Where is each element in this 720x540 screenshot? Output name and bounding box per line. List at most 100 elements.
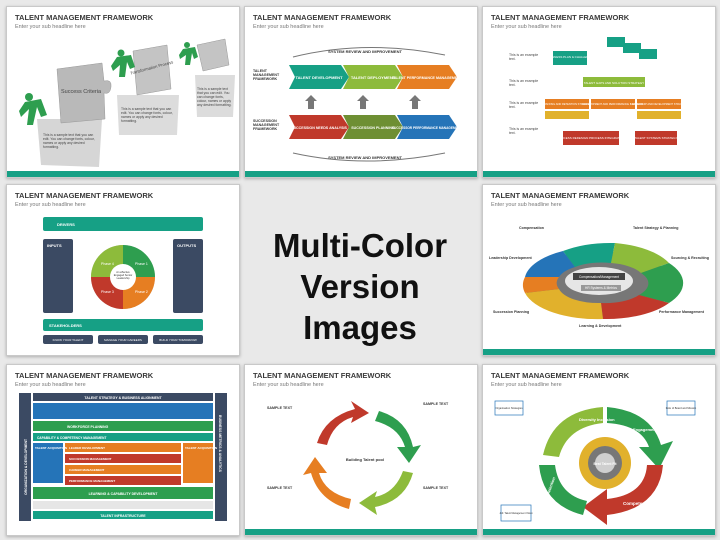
bottom-button-1: KNOW YOUR TALENT [53, 338, 84, 342]
drivers-diagram: DRIVERS INPUTS OUTPUTS STAKEHOLDERS Phas… [43, 217, 203, 344]
callout-3: Job: Talent Management Vision [499, 512, 533, 515]
slide-thumbnail-6[interactable]: TALENT MANAGEMENT FRAMEWORK Enter your s… [6, 364, 240, 536]
heading-line-2: Version Images [300, 268, 420, 346]
matrix-diagram: TALENT STRATEGY & BUSINESS ALIGNMENT WOR… [19, 393, 227, 521]
slide-thumbnail-1[interactable]: TALENT MANAGEMENT FRAMEWORK Enter your s… [6, 6, 240, 178]
sample-heading-1: SAMPLE TEXT [267, 406, 293, 410]
heading-line-1: Multi-Color [272, 227, 448, 264]
fit-arrow-4: Retention [545, 476, 556, 496]
slide-footer-bar [483, 529, 715, 535]
box-label-7: LEADERSHIP AND DEVELOPMENT STRATEGY [630, 102, 687, 106]
box-label-4: TALENT GAPS AND SOLUTION STRATEGY [584, 81, 644, 85]
slide-title: TALENT MANAGEMENT FRAMEWORK [491, 13, 630, 22]
matrix-row-5: CAREER MANAGEMENT [69, 468, 105, 472]
box-label-5: STAFFING AND RETENTION STRATEGY [543, 102, 592, 106]
slide-subtitle: Enter your sub headline here [491, 202, 562, 208]
slide-title: TALENT MANAGEMENT FRAMEWORK [253, 371, 392, 380]
drivers-label: DRIVERS [57, 222, 75, 227]
ring-label-5: Succession Planning [493, 310, 529, 314]
cycle-diagram: Building Talent pool SAMPLE TEXT SAMPLE … [267, 401, 449, 515]
ring-label-7: Learning & Development [579, 324, 622, 328]
phase-4: Phase 4 [101, 262, 114, 266]
review-bottom-label: SYSTEM REVIEW AND IMPROVEMENT [328, 155, 402, 160]
cycle-center: Building Talent pool [346, 457, 384, 462]
sample-heading-2: SAMPLE TEXT [423, 402, 449, 406]
phase-1: Phase 1 [135, 262, 148, 266]
review-top-label: SYSTEM REVIEW AND IMPROVEMENT [328, 49, 402, 54]
slide-title: TALENT MANAGEMENT FRAMEWORK [15, 191, 154, 200]
slide-subtitle: Enter your sub headline here [253, 24, 324, 30]
top-step-3: TALENT PERFORMANCE MANAGEMENT [392, 76, 463, 80]
matrix-row-3: LEADER DEVELOPMENT [69, 446, 105, 450]
slide-thumbnail-2[interactable]: TALENT MANAGEMENT FRAMEWORK Enter your s… [244, 6, 478, 178]
slide-title: TALENT MANAGEMENT FRAMEWORK [15, 13, 154, 22]
bottom-step-2: SUCCESSION PLANNING [351, 126, 395, 130]
phase-2: Phase 2 [135, 290, 148, 294]
ring-label-6: Performance Management [659, 310, 705, 314]
slide-subtitle: Enter your sub headline here [491, 24, 562, 30]
strategy-diagram: BUSINESS PLAN & CHALLENGE TALENT GAPS AN… [543, 37, 688, 145]
ring-diagram: Compensation/Management HR Systems & Met… [489, 226, 709, 328]
matrix-footer: TALENT INFRASTRUCTURE [100, 514, 146, 518]
matrix-row-7: LEARNING & CAPABILITY DEVELOPMENT [89, 492, 159, 496]
slide-thumbnail-5[interactable]: TALENT MANAGEMENT FRAMEWORK Enter your s… [482, 184, 716, 356]
ring-label-1: Compensation [519, 226, 544, 230]
left-text-3: This is an example text. [509, 101, 539, 109]
center-circle-label: An effective Engaged Senior Leadership [113, 271, 133, 280]
slide-thumbnail-4[interactable]: TALENT MANAGEMENT FRAMEWORK Enter your s… [6, 184, 240, 356]
slide-thumbnail-3[interactable]: TALENT MANAGEMENT FRAMEWORK Enter your s… [482, 6, 716, 178]
callout-2: Role of Board and Mission [666, 406, 697, 410]
slide-footer-bar [483, 349, 715, 355]
ring-sub-label: HR Systems & Metrics [585, 286, 617, 290]
process-diagram: SYSTEM REVIEW AND IMPROVEMENT SYSTEM REV… [289, 46, 463, 162]
side-right-label: TALENT ACQUISITION [185, 446, 217, 450]
slide-subtitle: Enter your sub headline here [15, 202, 86, 208]
box-label-1: BUSINESS PLAN & CHALLENGE [547, 55, 593, 59]
fit-arrow-2: Engagement [633, 427, 658, 432]
inputs-label: INPUTS [47, 243, 62, 248]
left-vertical-label: ORGANIZATION & DEVELOPMENT [24, 438, 28, 495]
left-label-top: TALENT MANAGEMENT FRAMEWORK [253, 69, 280, 81]
sample-heading-4: SAMPLE TEXT [423, 486, 449, 490]
bottom-step-1: SUCCESSION NEEDS ANALYSIS [291, 126, 347, 130]
matrix-header: TALENT STRATEGY & BUSINESS ALIGNMENT [84, 396, 162, 400]
sample-heading-3: SAMPLE TEXT [267, 486, 293, 490]
left-text-2: This is an example text. [509, 79, 539, 87]
callout-1: Organisation Strategies [495, 406, 523, 410]
matrix-row-6: PERFORMANCE MANAGEMENT [69, 479, 115, 483]
slide-thumbnail-7[interactable]: TALENT MANAGEMENT FRAMEWORK Enter your s… [244, 364, 478, 536]
top-step-2: TALENT DEPLOYMENT [351, 75, 396, 80]
ring-label-4: Sourcing & Recruiting [671, 256, 709, 260]
slide-title: TALENT MANAGEMENT FRAMEWORK [491, 371, 630, 380]
slide-footer-bar [7, 171, 239, 177]
talent-fit-diagram: Best Talent Fit Diversity Inclusion Enga… [494, 400, 697, 525]
fit-center: Best Talent Fit [593, 462, 617, 466]
left-text-1: This is an example text. [509, 53, 539, 61]
slide-subtitle: Enter your sub headline here [491, 382, 562, 388]
fit-arrow-3: Competencies [623, 501, 654, 506]
slide-subtitle: Enter your sub headline here [253, 382, 324, 388]
box-label-9: PROCESS REDESIGN PROCESS INTEGRATION [557, 136, 625, 140]
slide-subtitle: Enter your sub headline here [15, 24, 86, 30]
matrix-row-1: WORKFORCE PLANNING [67, 425, 109, 429]
multi-color-heading: Multi-Color Version Images [240, 225, 480, 348]
slide-title: TALENT MANAGEMENT FRAMEWORK [15, 371, 154, 380]
slide-thumbnail-8[interactable]: TALENT MANAGEMENT FRAMEWORK Enter your s… [482, 364, 716, 536]
slide-title: TALENT MANAGEMENT FRAMEWORK [491, 191, 630, 200]
matrix-row-4: SUCCESSION MANAGEMENT [69, 457, 112, 461]
ring-center-label: Compensation/Management [579, 275, 619, 279]
bottom-button-2: MANAGE YOUR CAREERS [104, 338, 142, 342]
note-text-1: This is a sample text that you can edit.… [43, 133, 95, 149]
top-step-1: TALENT DEVELOPMENT [295, 75, 343, 80]
side-left-label: TALENT ACQUISITION [35, 446, 67, 450]
slide-footer-bar [245, 529, 477, 535]
ring-label-3: Leadership Development [489, 256, 533, 260]
stakeholders-label: STAKEHOLDERS [49, 323, 82, 328]
puzzle-diagram: Success Criteria Transformation Process [19, 38, 235, 167]
matrix-row-2: CAPABILITY & COMPETENCY MANAGEMENT [37, 436, 106, 440]
bottom-button-3: BUILD YOUR TOMORROW [159, 338, 197, 342]
right-vertical-label: BUSINESS METRICS & ANALYTICS [218, 415, 222, 473]
outputs-label: OUTPUTS [177, 243, 196, 248]
box-label-10: TALENT SYSTEMS STRATEGY [634, 136, 677, 140]
bottom-step-3: SUCCESSOR PERFORMANCE MANAGEMENT [392, 126, 462, 130]
